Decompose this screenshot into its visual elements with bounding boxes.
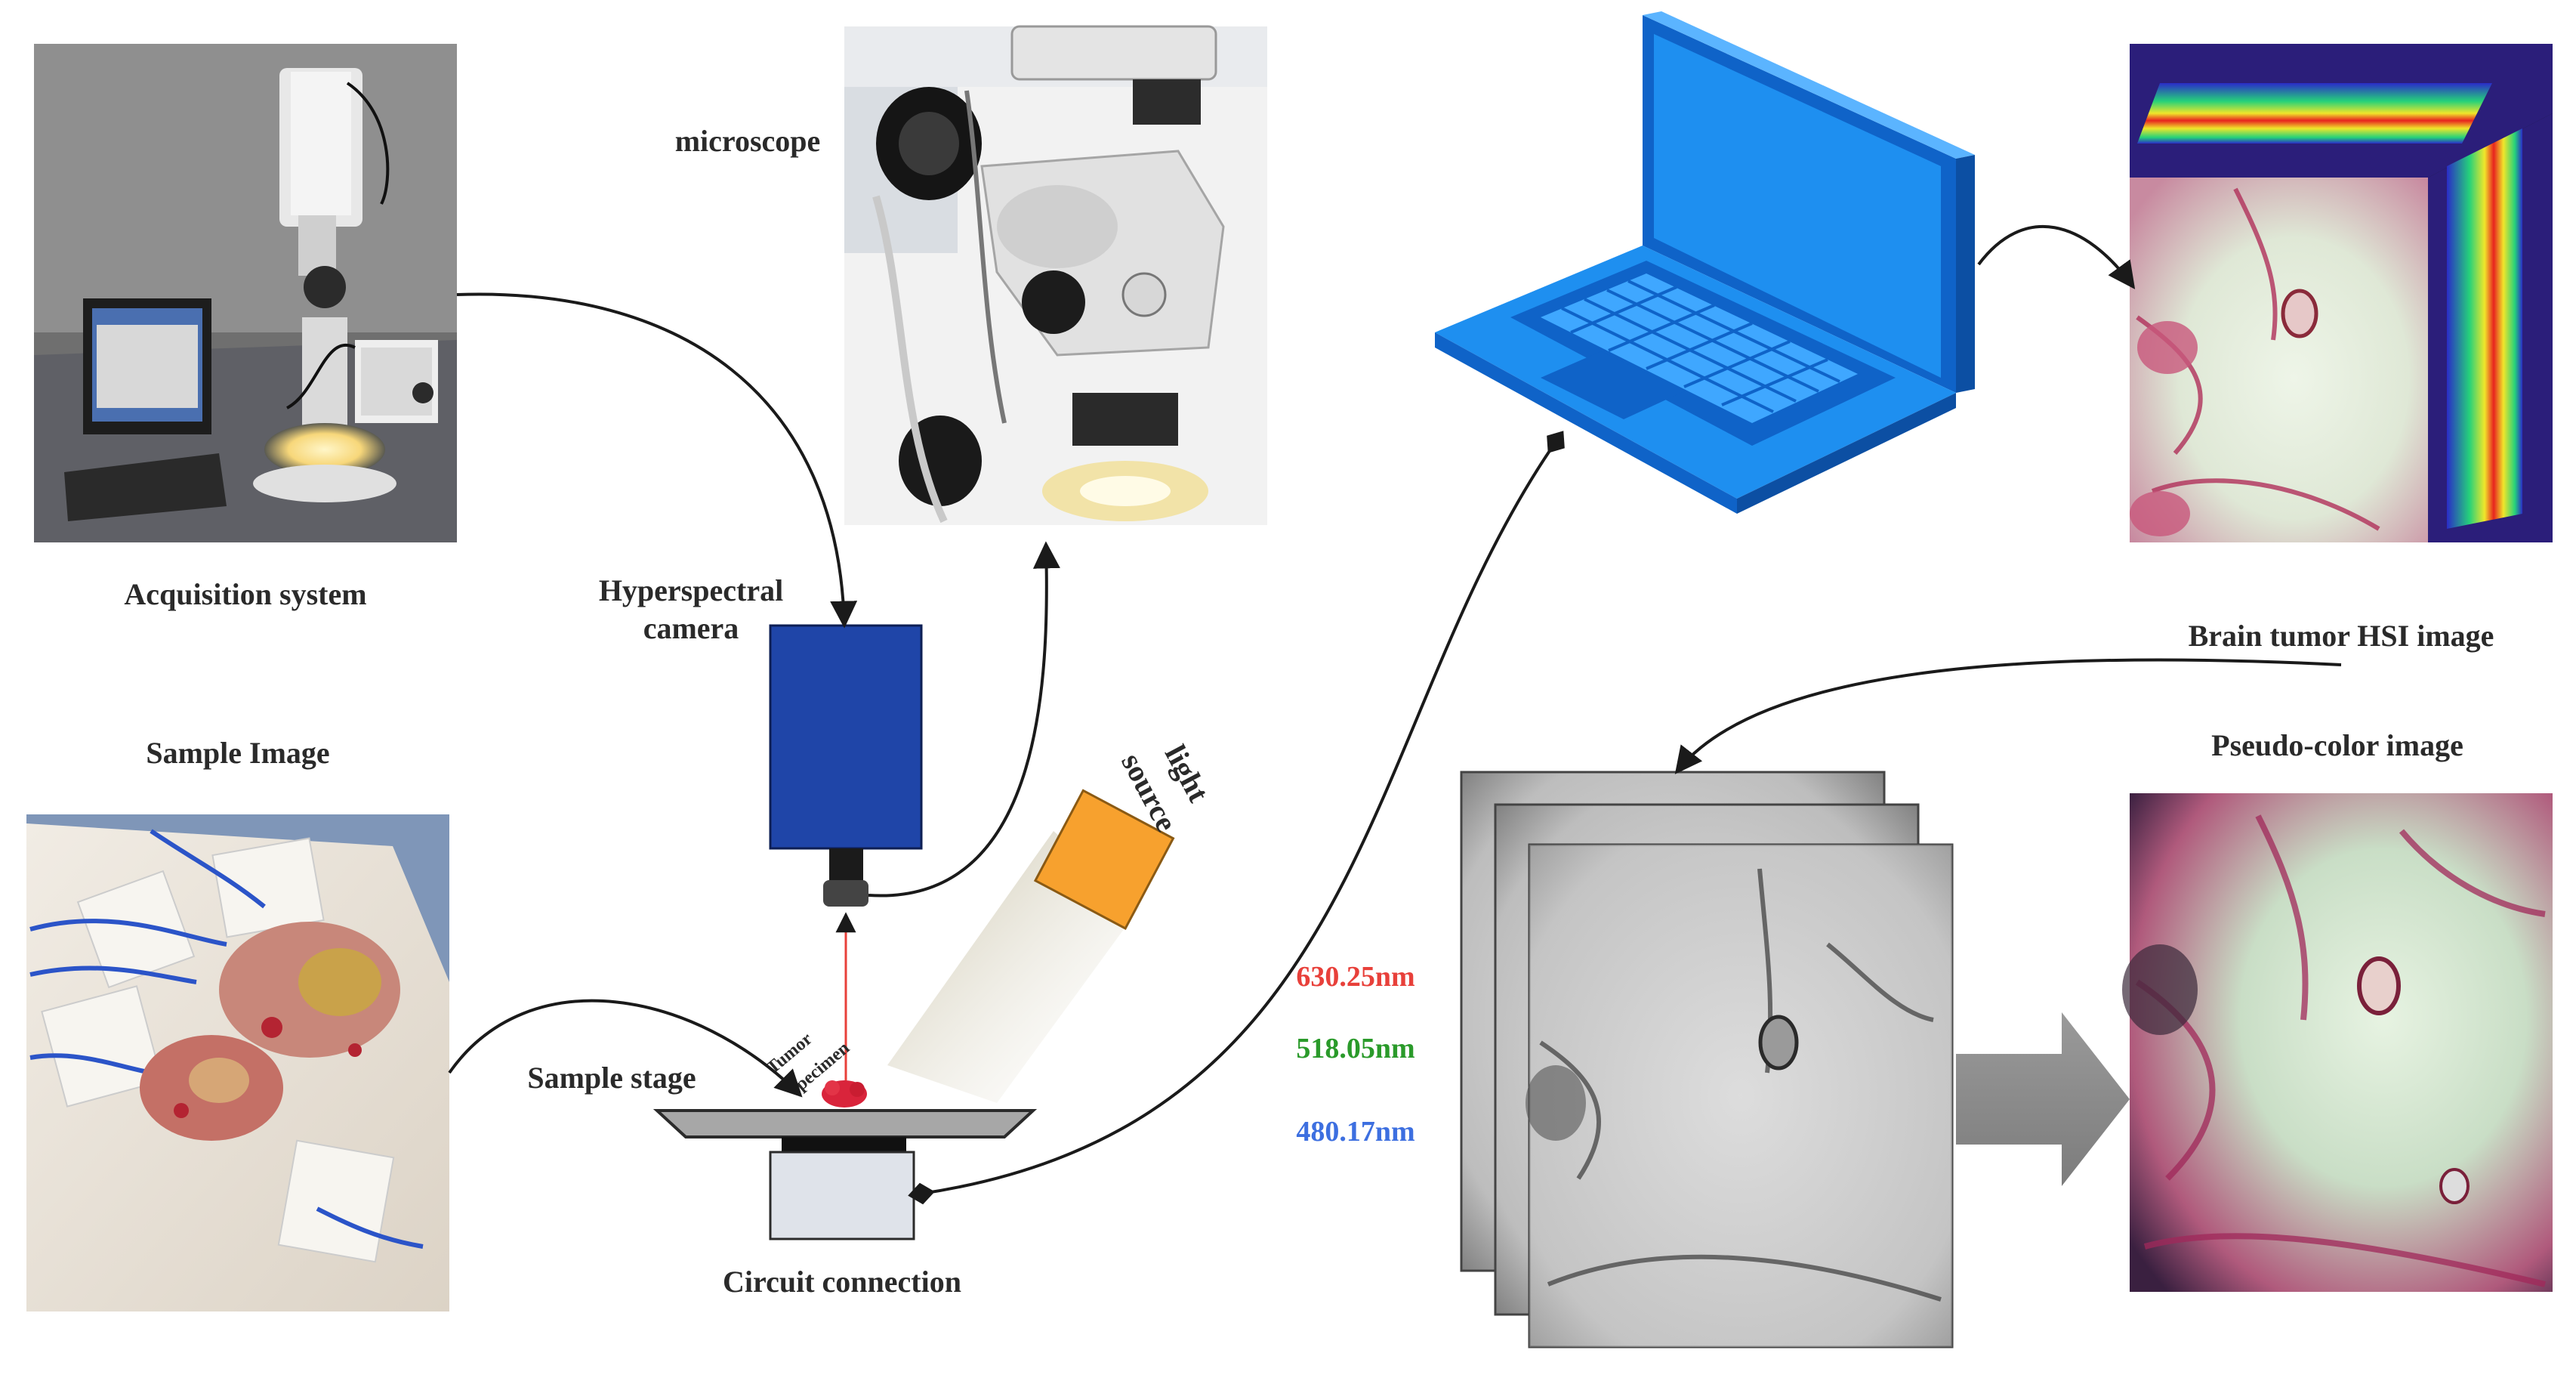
- arrow-laptop-to-hsi: [1977, 224, 2136, 289]
- tumor-specimen: [822, 1080, 867, 1108]
- arrow-acquisition-to-camera: [456, 292, 858, 629]
- wavelength-label-blue: 480.17nm: [1296, 1116, 1414, 1148]
- sample-image-label: Sample Image: [146, 736, 329, 770]
- acquisition-system-photo: [34, 44, 457, 542]
- pseudo-color-image: [2122, 793, 2553, 1292]
- arrow-sample-to-stage: [448, 999, 803, 1098]
- laptop-computer: [1435, 11, 1975, 514]
- brain-tumor-hsi-cube: [2130, 44, 2553, 542]
- acquisition-system-label: Acquisition system: [124, 577, 366, 611]
- flow-arrows: [448, 224, 2342, 1205]
- arrow-stage-to-laptop: [908, 431, 1565, 1205]
- sample-stage: [652, 1109, 1038, 1240]
- microscope-label: microscope: [675, 124, 821, 158]
- microscope-photo: [844, 25, 1267, 525]
- wavelength-label-red: 630.25nm: [1296, 961, 1414, 993]
- circuit-connection-label: Circuit connection: [723, 1265, 961, 1299]
- sample-image-photo: [26, 814, 449, 1311]
- wavelength-label-green: 518.05nm: [1296, 1033, 1414, 1064]
- hyperspectral-camera: [769, 624, 923, 907]
- band-fusion-arrow: [1956, 1012, 2130, 1186]
- pseudo-color-label: Pseudo-color image: [2211, 728, 2463, 762]
- hyperspectral-camera-label-line2: camera: [643, 611, 739, 645]
- arrow-hsi-to-bands: [1674, 658, 2342, 774]
- spectral-band-stack: [1460, 771, 1954, 1349]
- brain-tumor-hsi-label: Brain tumor HSI image: [2189, 619, 2494, 653]
- sample-stage-label: Sample stage: [527, 1061, 696, 1095]
- hyperspectral-camera-label-line1: Hyperspectral: [599, 573, 783, 607]
